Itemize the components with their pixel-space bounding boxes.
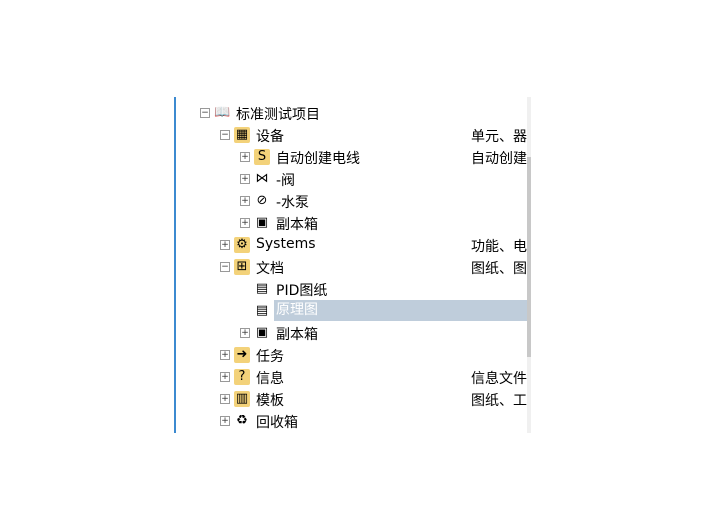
tree-item-label: 模板 (256, 393, 284, 409)
folder-wire-icon: S (254, 149, 270, 165)
tree-item-label: 副本箱 (276, 217, 318, 233)
pump-icon: ⊘ (256, 193, 268, 208)
tree-item-label: 原理图 (274, 300, 528, 321)
tree-item-label: 设备 (256, 129, 284, 145)
tree-item-label: -阀 (276, 173, 296, 189)
tree-item-description: 图纸、图 (471, 261, 527, 277)
tree-item-description: 自动创建 (471, 151, 527, 167)
folder-task-icon: ➜ (234, 347, 250, 363)
expand-toggle[interactable]: + (220, 394, 230, 404)
tree-item-label: Systems (256, 236, 316, 252)
expand-toggle[interactable]: + (240, 218, 250, 228)
expand-toggle[interactable]: + (240, 196, 250, 206)
book-icon: 📖 (214, 105, 231, 120)
tree-item[interactable]: +? 信息 信息文件 (176, 366, 530, 388)
scrollbar-thumb[interactable] (527, 157, 531, 357)
expand-toggle[interactable]: + (240, 152, 250, 162)
tree-item[interactable]: ▤ PID图纸 (176, 278, 530, 300)
tree-item-label: PID图纸 (276, 283, 328, 299)
tree-item[interactable]: + ⚙ Systems 功能、电 (176, 234, 530, 256)
expand-toggle[interactable]: + (220, 350, 230, 360)
expand-toggle[interactable]: + (220, 372, 230, 382)
expand-toggle[interactable]: + (220, 416, 230, 426)
copy-bin-icon: ▣ (255, 215, 269, 230)
folder-template-icon: ▥ (234, 391, 250, 407)
expand-toggle[interactable]: + (240, 174, 250, 184)
expand-toggle[interactable]: + (240, 328, 250, 338)
recycle-bin-icon: ♻ (236, 413, 248, 428)
tree-item[interactable]: −⊞ 文档 图纸、图 (176, 256, 530, 278)
tree-item[interactable]: ▤ 原理图 (176, 300, 530, 322)
tree-item[interactable]: −▦ 设备 单元、器 (176, 124, 530, 146)
valve-icon: ⋈ (255, 171, 269, 186)
tree-item[interactable]: + ⊘ -水泵 (176, 190, 530, 212)
tree-item-description: 功能、电 (471, 239, 527, 255)
tree-item-label: 任务 (256, 349, 284, 365)
collapse-toggle[interactable]: − (220, 130, 230, 140)
tree-item-description: 信息文件 (471, 371, 527, 387)
drawing-icon: ▤ (255, 281, 269, 296)
tree-item[interactable]: + ♻ 回收箱 (176, 410, 530, 432)
tree-item-label: 标准测试项目 (236, 107, 320, 123)
copy-bin-icon: ▣ (255, 325, 269, 340)
tree-item-description: 单元、器 (471, 129, 527, 145)
scrollbar[interactable] (527, 97, 531, 433)
tree-item-description: 图纸、工 (471, 393, 527, 409)
expand-toggle[interactable]: + (220, 240, 230, 250)
drawing-icon: ▤ (255, 303, 269, 318)
tree-item[interactable]: −📖 标准测试项目 (176, 102, 530, 124)
tree-item[interactable]: + S 自动创建电线 自动创建 (176, 146, 530, 168)
tree-item-label: 文档 (256, 261, 284, 277)
tree-item-label: 回收箱 (256, 415, 298, 431)
collapse-toggle[interactable]: − (220, 262, 230, 272)
tree-item[interactable]: + ▣ 副本箱 (176, 212, 530, 234)
folder-gear-icon: ⚙ (234, 237, 250, 253)
tree-item[interactable]: + ▥ 模板 图纸、工 (176, 388, 530, 410)
tree-item[interactable]: + ▣ 副本箱 (176, 322, 530, 344)
tree-item-label: 自动创建电线 (276, 151, 360, 167)
tree-item[interactable]: + ➜ 任务 (176, 344, 530, 366)
folder-info-icon: ? (234, 369, 250, 385)
tree-item-label: 信息 (256, 371, 284, 387)
collapse-toggle[interactable]: − (200, 108, 210, 118)
tree-item[interactable]: + ⋈ -阀 (176, 168, 530, 190)
folder-docs-icon: ⊞ (234, 259, 250, 275)
folder-devices-icon: ▦ (234, 127, 250, 143)
tree-item-label: -水泵 (276, 195, 310, 211)
tree-item-label: 副本箱 (276, 327, 318, 343)
